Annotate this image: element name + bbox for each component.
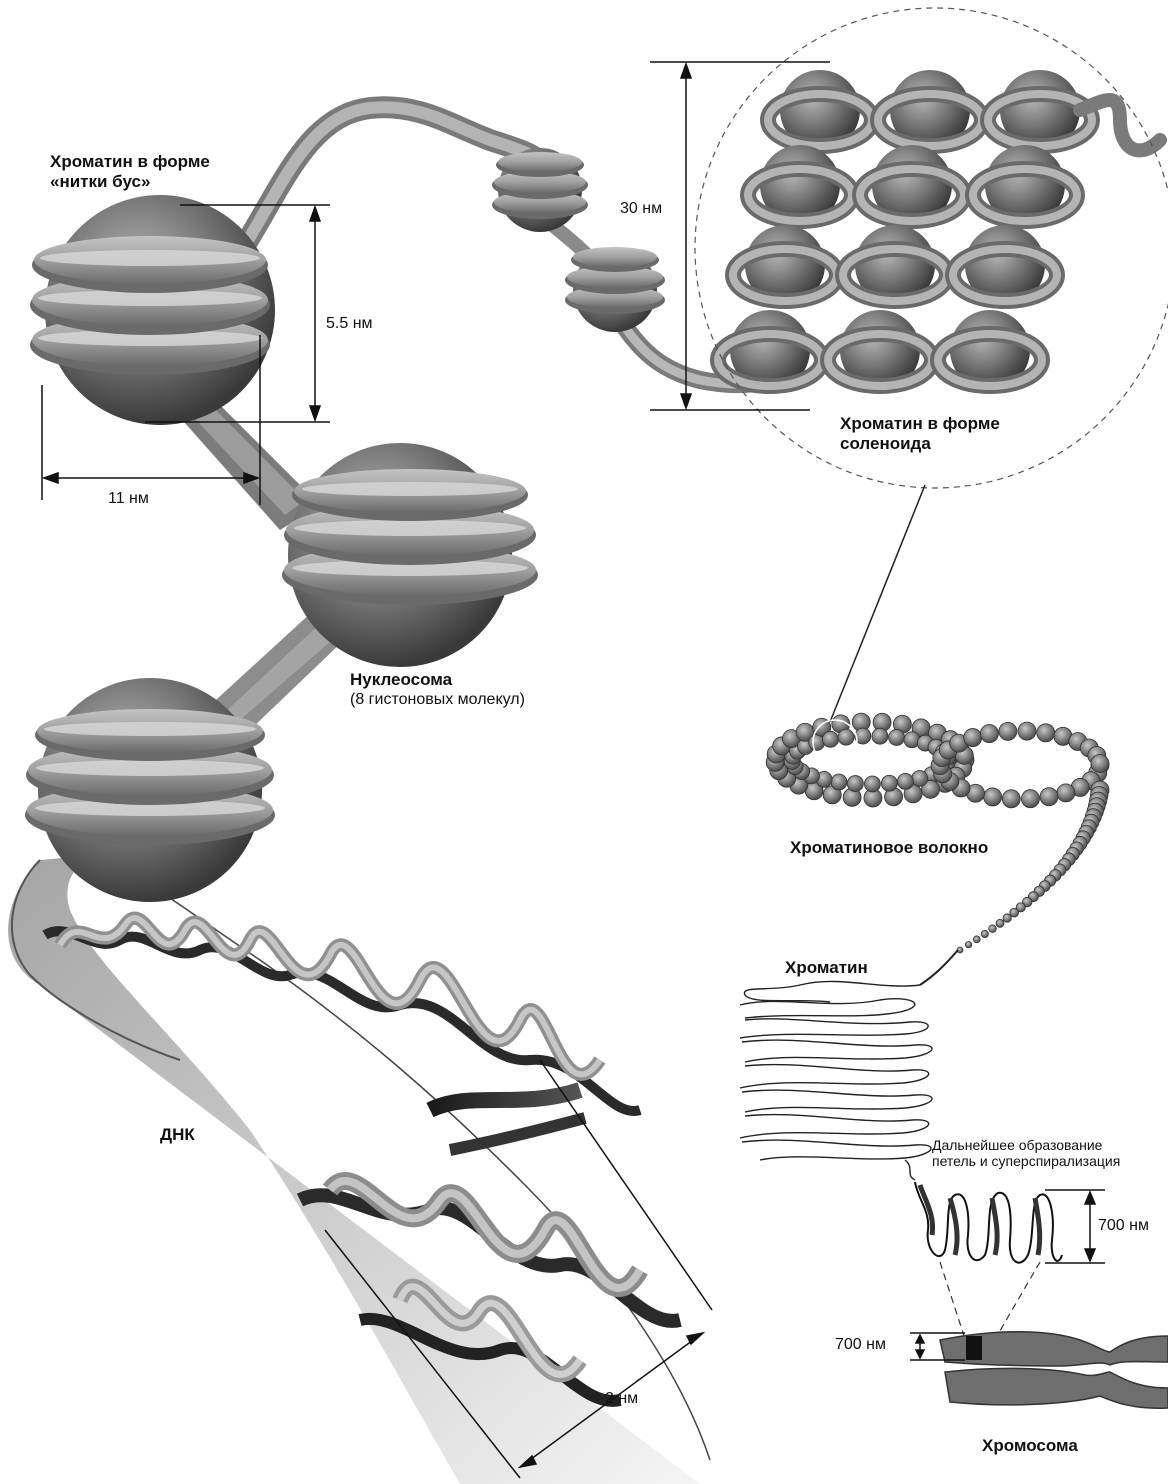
- fiber-bead: [912, 770, 928, 786]
- label-loops: Дальнейшее образование петель и суперспи…: [932, 1137, 1120, 1169]
- fiber-bead: [881, 775, 897, 791]
- fiber-tail: [920, 950, 958, 985]
- label-nucleosome-note: (8 гистоновых молекул): [350, 691, 525, 709]
- fiber-bead: [1091, 755, 1109, 773]
- fiber-bead: [1037, 724, 1055, 742]
- fiber-bead: [864, 776, 880, 792]
- label-chromosome: Хромосома: [982, 1436, 1078, 1456]
- dim-2nm-text: 2 нм: [605, 1390, 638, 1408]
- fiber-bead: [984, 788, 1002, 806]
- nucleosome-small-2: [565, 247, 665, 332]
- solenoid: [718, 70, 1160, 390]
- label-solenoid: Хроматин в форме соленоида: [840, 414, 1000, 453]
- fiber-bead: [981, 930, 988, 937]
- label-dna: ДНК: [160, 1125, 195, 1145]
- label-loops-line1: Дальнейшее образование: [932, 1137, 1120, 1153]
- linker-dna-top: [245, 107, 760, 384]
- nucleosome-large-2: [282, 443, 538, 667]
- label-beads-on-string: Хроматин в форме «нитки бус»: [50, 152, 210, 191]
- chromatin-loops: [740, 981, 932, 1180]
- fiber-bead: [999, 722, 1017, 740]
- dimension-700nm-loops: [1045, 1190, 1105, 1263]
- label-solenoid-line1: Хроматин в форме: [840, 414, 1000, 434]
- solenoid-nucleosome: [973, 145, 1077, 225]
- dim-30nm-text: 30 нм: [620, 200, 662, 218]
- solenoid-nucleosome: [860, 145, 964, 225]
- fiber-bead: [809, 734, 825, 750]
- solenoid-nucleosome: [733, 225, 837, 305]
- chromosome: [940, 1332, 1168, 1409]
- fiber-bead: [965, 941, 971, 947]
- fiber-bead: [973, 936, 980, 943]
- fiber-bead: [847, 776, 863, 792]
- zoom-connector-line: [830, 485, 925, 722]
- supercoil: [915, 1182, 1062, 1263]
- dim-5-5nm-text: 5.5 нм: [326, 315, 373, 333]
- label-beads-line1: Хроматин в форме: [50, 152, 210, 172]
- solenoid-nucleosome: [768, 70, 872, 150]
- fiber-bead: [831, 774, 847, 790]
- dim-700nm-chromosome-text: 700 нм: [835, 1336, 886, 1354]
- fiber-bead: [1021, 790, 1039, 808]
- fiber-bead: [1018, 722, 1036, 740]
- zoom-dash-left: [940, 1262, 968, 1348]
- nucleosome-large-1: [30, 195, 275, 425]
- fiber-bead: [838, 729, 854, 745]
- fiber-bead: [889, 729, 905, 745]
- solenoid-nucleosome: [878, 70, 982, 150]
- fiber-bead: [964, 729, 982, 747]
- solenoid-nucleosome: [843, 225, 947, 305]
- fiber-bead: [1057, 784, 1075, 802]
- label-nucleosome: Нуклеосома: [350, 670, 452, 690]
- fiber-bead: [897, 773, 913, 789]
- fiber-bead: [1002, 790, 1020, 808]
- solenoid-nucleosome: [748, 145, 852, 225]
- solenoid-nucleosome: [953, 225, 1057, 305]
- fiber-bead: [872, 728, 888, 744]
- fiber-bead: [989, 925, 997, 933]
- solenoid-nucleosome: [938, 310, 1042, 390]
- label-chromatin: Хроматин: [785, 958, 868, 978]
- dim-700nm-loops-text: 700 нм: [1098, 1217, 1149, 1235]
- fiber-bead: [1003, 914, 1011, 922]
- label-chromatin-fiber: Хроматиновое волокно: [790, 838, 988, 858]
- fiber-bead: [822, 731, 838, 747]
- nucleosome-small-1: [492, 148, 588, 232]
- label-loops-line2: петель и суперспирализация: [932, 1153, 1120, 1169]
- dim-11nm-text: 11 нм: [108, 490, 149, 508]
- solenoid-nucleosome: [828, 310, 932, 390]
- fiber-bead: [1040, 788, 1058, 806]
- label-beads-line2: «нитки бус»: [50, 172, 210, 192]
- fiber-bead: [996, 919, 1004, 927]
- label-solenoid-line2: соленоида: [840, 434, 1000, 454]
- fiber-bead: [980, 725, 998, 743]
